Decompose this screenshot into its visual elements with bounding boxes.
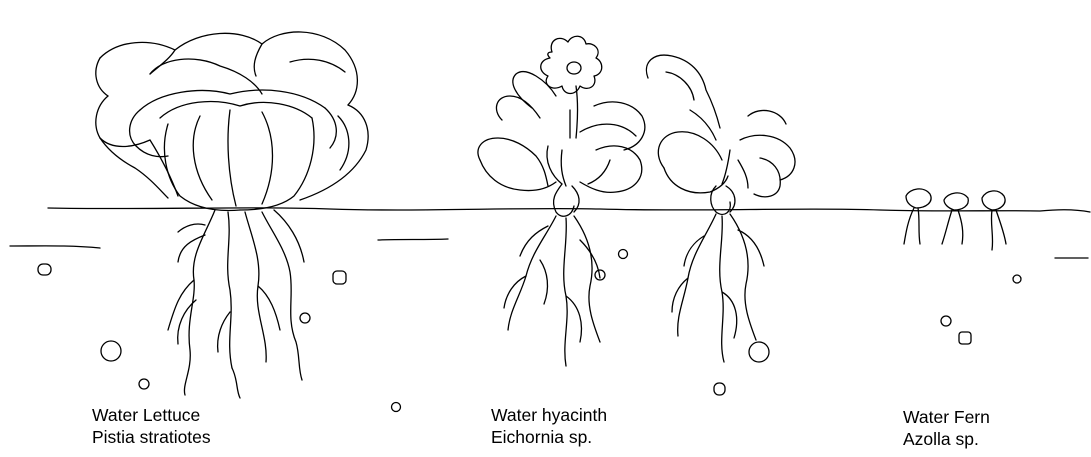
water-ripple-line: [378, 239, 448, 240]
bubble: [619, 250, 628, 259]
bubble: [300, 313, 310, 323]
water-fern-caption: Water Fern Azolla sp.: [903, 406, 990, 450]
hyacinth-flower-center: [567, 62, 581, 74]
bubble: [101, 341, 121, 361]
bubble: [1013, 275, 1021, 283]
water-lettuce-common-name: Water Lettuce: [92, 404, 211, 426]
water-fern-drawing: [904, 189, 1006, 250]
bubble: [139, 379, 149, 389]
water-hyacinth-scientific-name: Eichornia sp.: [491, 426, 607, 448]
water-lettuce-scientific-name: Pistia stratiotes: [92, 426, 211, 448]
water-lettuce-caption: Water Lettuce Pistia stratiotes: [92, 404, 211, 448]
bubble: [941, 316, 951, 326]
bubble: [333, 271, 346, 284]
water-fern-scientific-name: Azolla sp.: [903, 428, 990, 450]
water-ripple-line: [10, 246, 100, 248]
water-hyacinth-common-name: Water hyacinth: [491, 404, 607, 426]
bubble: [714, 383, 725, 395]
hyacinth-flower: [541, 36, 602, 93]
water-fern-common-name: Water Fern: [903, 406, 990, 428]
water-surface-line: [48, 208, 1090, 212]
water-hyacinth-drawing: [478, 36, 795, 366]
bubble: [749, 342, 769, 362]
bubble: [392, 403, 401, 412]
water-lettuce-drawing: [96, 32, 368, 398]
bubble: [959, 332, 971, 344]
bubble: [38, 264, 51, 275]
water-hyacinth-caption: Water hyacinth Eichornia sp.: [491, 404, 607, 448]
